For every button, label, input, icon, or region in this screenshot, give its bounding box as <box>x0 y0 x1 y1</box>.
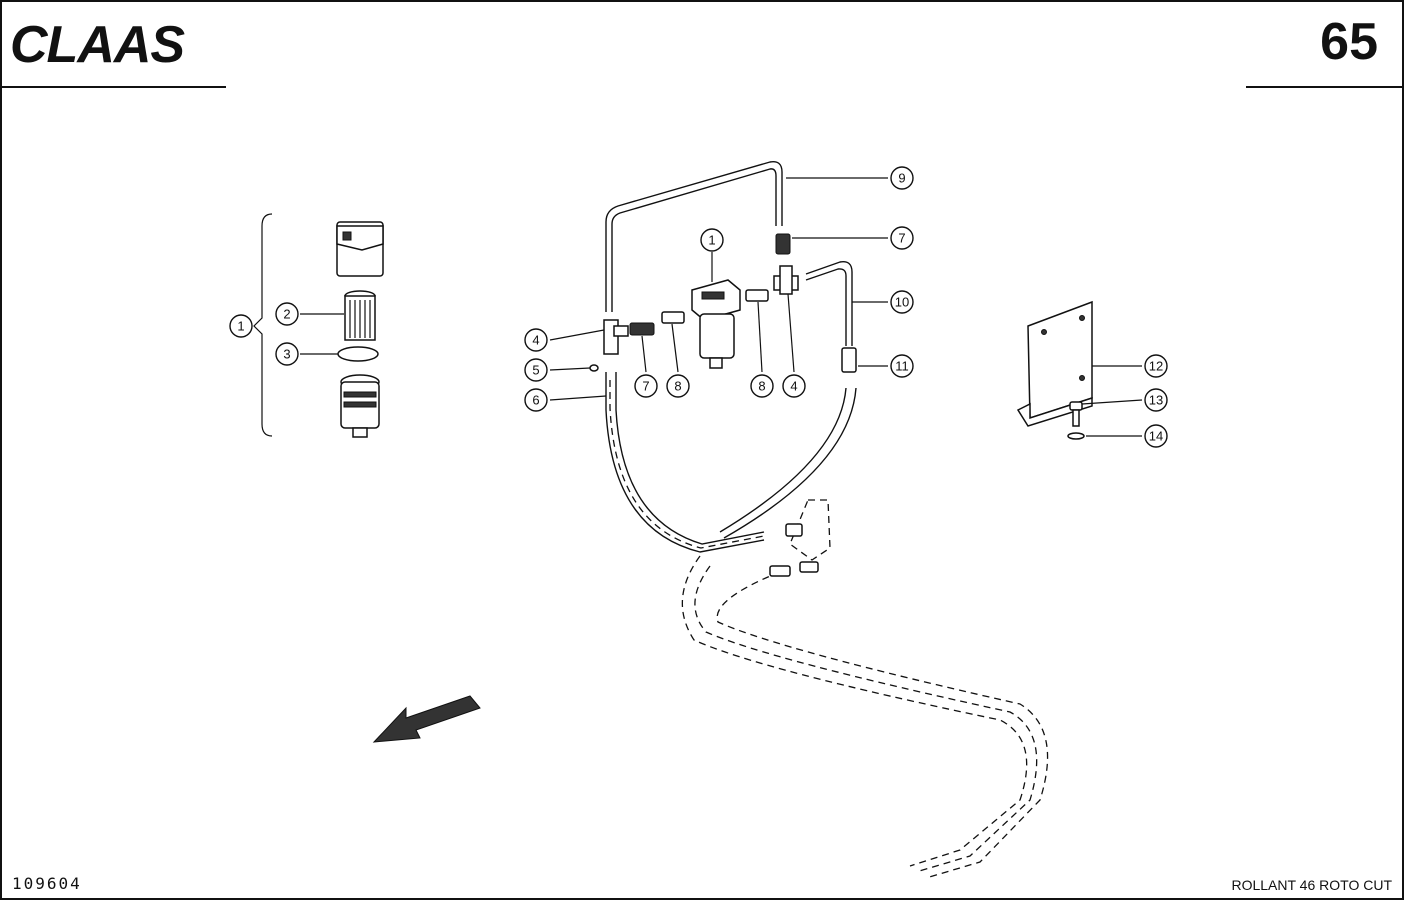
svg-text:12: 12 <box>1149 359 1163 374</box>
drawing-number: 109604 <box>12 874 82 893</box>
svg-text:3: 3 <box>283 347 290 362</box>
callout-4-right[interactable]: 4 <box>782 374 806 398</box>
fitting-8-right <box>745 289 769 302</box>
svg-text:6: 6 <box>532 393 539 408</box>
callout-4-left[interactable]: 4 <box>524 328 548 352</box>
callout-1-exploded[interactable]: 1 <box>229 314 253 338</box>
page-number: 65 <box>1320 13 1378 71</box>
fitting-11 <box>841 347 857 373</box>
svg-text:13: 13 <box>1149 393 1163 408</box>
washer-14 <box>1067 432 1085 440</box>
callout-3[interactable]: 3 <box>275 342 299 366</box>
svg-text:5: 5 <box>532 363 539 378</box>
svg-text:11: 11 <box>895 359 909 374</box>
filter-installation-group <box>549 161 1049 879</box>
brand-logo-text: CLAAS <box>10 16 185 72</box>
pipe-9 <box>605 161 783 312</box>
direction-arrow <box>372 695 481 743</box>
svg-text:9: 9 <box>898 171 905 186</box>
svg-text:1: 1 <box>708 233 715 248</box>
svg-text:10: 10 <box>895 295 909 310</box>
seal-ring-5 <box>589 364 599 372</box>
svg-text:8: 8 <box>674 379 681 394</box>
brand-logo: CLAAS <box>10 16 186 72</box>
callout-12[interactable]: 12 <box>1144 354 1168 378</box>
callout-7-left[interactable]: 7 <box>634 374 658 398</box>
callout-9[interactable]: 9 <box>890 166 914 190</box>
svg-text:7: 7 <box>642 379 649 394</box>
filter-bowl-part <box>340 374 380 438</box>
callout-10[interactable]: 10 <box>890 290 914 314</box>
svg-text:4: 4 <box>790 379 797 394</box>
header-rule-left <box>0 86 226 88</box>
svg-text:4: 4 <box>532 333 539 348</box>
filter-element-part <box>344 290 376 341</box>
fitting-tee-right <box>773 265 799 295</box>
filter-head-part <box>336 221 384 277</box>
fitting-7-left <box>629 322 655 336</box>
callout-2[interactable]: 2 <box>275 302 299 326</box>
filter-unit-part <box>691 252 741 369</box>
callout-8-left[interactable]: 8 <box>666 374 690 398</box>
callout-7-top[interactable]: 7 <box>890 226 914 250</box>
exploded-filter-group <box>253 213 384 438</box>
svg-text:1: 1 <box>237 319 244 334</box>
group-brace <box>253 213 273 437</box>
svg-text:2: 2 <box>283 307 290 322</box>
callout-13[interactable]: 13 <box>1144 388 1168 412</box>
header-rule-right <box>1246 86 1402 88</box>
svg-text:8: 8 <box>758 379 765 394</box>
pipe-10 <box>805 261 853 346</box>
fitting-7-top <box>775 233 791 255</box>
callout-11[interactable]: 11 <box>890 354 914 378</box>
hose-6 <box>605 372 765 553</box>
fitting-8-left <box>661 311 685 324</box>
fitting-tee-left <box>603 319 629 355</box>
bracket-group <box>1016 300 1143 440</box>
svg-text:7: 7 <box>898 231 905 246</box>
o-ring-part <box>337 346 379 362</box>
model-name: ROLLANT 46 ROTO CUT <box>1231 877 1392 893</box>
bolt-13 <box>1069 401 1083 427</box>
callout-14[interactable]: 14 <box>1144 424 1168 448</box>
callout-5[interactable]: 5 <box>524 358 548 382</box>
callout-1-filter[interactable]: 1 <box>700 228 724 252</box>
callout-8-right[interactable]: 8 <box>750 374 774 398</box>
callout-6[interactable]: 6 <box>524 388 548 412</box>
svg-text:14: 14 <box>1149 429 1163 444</box>
